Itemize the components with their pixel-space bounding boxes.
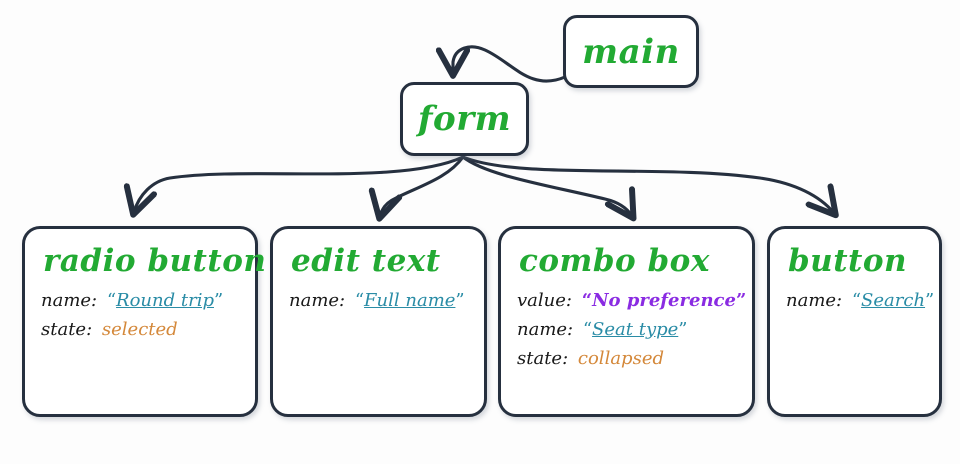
attribute-key: name:: [41, 289, 98, 311]
node-form[interactable]: form: [400, 82, 529, 156]
attribute-value-text: No preference: [592, 289, 736, 311]
attribute-key: name:: [289, 289, 346, 311]
attribute-key: state:: [41, 318, 93, 340]
quote-open: “: [354, 289, 365, 311]
node-combo-box-title: combo box: [519, 243, 710, 279]
attribute-row: value: “No preference”: [517, 286, 746, 315]
quote-open: “: [581, 289, 593, 311]
edge-form-to-combo-box: [461, 155, 632, 216]
node-button-title: button: [788, 243, 908, 279]
quote-close: ”: [678, 318, 688, 340]
edge-form-to-radio-button: [134, 155, 465, 212]
node-edit-text[interactable]: edit text name: “Full name”: [270, 226, 487, 417]
attribute-key: value:: [517, 289, 572, 311]
attribute-row: name: “Round trip”: [41, 286, 239, 315]
attribute-row: name: “Seat type”: [517, 315, 736, 344]
attribute-value: “Round trip”: [107, 290, 223, 311]
edge-main-to-form: [453, 45, 567, 83]
attribute-value-text: Round trip: [116, 289, 214, 311]
node-main[interactable]: main: [563, 15, 699, 88]
node-main-title: main: [582, 31, 680, 72]
attribute-key: state:: [517, 347, 569, 369]
attribute-value: “Search”: [852, 290, 934, 311]
attribute-row: state: selected: [41, 315, 239, 344]
quote-close: ”: [455, 289, 465, 311]
attribute-row: name: “Search”: [786, 286, 934, 315]
edge-form-to-button: [461, 155, 834, 213]
quote-open: “: [582, 318, 593, 340]
attribute-key: name:: [786, 289, 843, 311]
attribute-key: name:: [517, 318, 574, 340]
quote-open: “: [851, 289, 862, 311]
node-button-attributes: name: “Search”: [786, 286, 934, 315]
attribute-value: “No preference”: [582, 290, 747, 311]
quote-close: ”: [735, 289, 747, 311]
node-form-title: form: [417, 99, 512, 139]
quote-open: “: [106, 289, 117, 311]
attribute-value: “Full name”: [355, 290, 465, 311]
node-edit-text-attributes: name: “Full name”: [289, 286, 468, 315]
node-combo-box[interactable]: combo box value: “No preference” name: “…: [498, 226, 755, 417]
attribute-value: selected: [101, 318, 178, 340]
attribute-value: “Seat type”: [583, 319, 688, 340]
attribute-value-text: Seat type: [592, 318, 679, 340]
quote-close: ”: [213, 289, 224, 311]
node-radio-button-title: radio button: [43, 243, 267, 279]
attribute-row: name: “Full name”: [289, 286, 468, 315]
node-button[interactable]: button name: “Search”: [767, 226, 942, 417]
node-combo-box-attributes: value: “No preference” name: “Seat type”…: [517, 286, 746, 373]
node-edit-text-title: edit text: [291, 243, 441, 279]
node-radio-button-attributes: name: “Round trip” state: selected: [41, 286, 239, 344]
attribute-value-text: Search: [861, 289, 926, 311]
edge-form-to-edit-text: [380, 155, 465, 216]
node-radio-button[interactable]: radio button name: “Round trip” state: s…: [22, 226, 267, 417]
attribute-value: collapsed: [577, 347, 664, 369]
attribute-row: state: collapsed: [517, 344, 736, 373]
attribute-value-text: Full name: [364, 289, 456, 311]
quote-close: ”: [925, 289, 935, 311]
